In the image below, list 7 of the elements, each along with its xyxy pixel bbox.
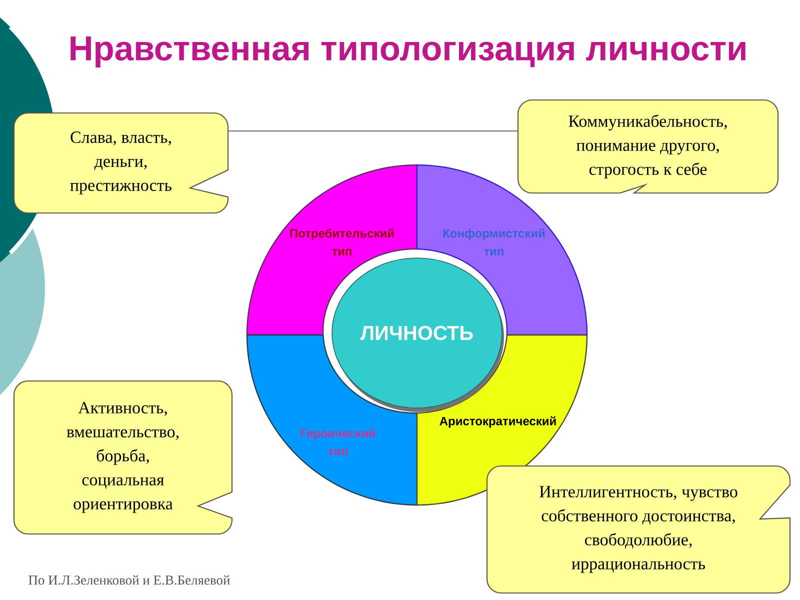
callout-box: Коммуникабельность, понимание другого, строгость к себе — [517, 99, 779, 194]
callout-box: Интеллигентность, чувство собственного достоинства, свободолюбие, иррациональность — [486, 465, 791, 594]
title: Нравственная типологизация личности — [70, 36, 746, 68]
source-note: По И.Л.Зеленковой и Е.В.Беляевой — [28, 575, 230, 585]
callout-box: Слава, власть, деньги, престижность — [13, 112, 229, 214]
connector-line — [228, 130, 518, 132]
callout-box: Активность, вмешательство, борьба, социальная ориентировка — [13, 380, 233, 535]
